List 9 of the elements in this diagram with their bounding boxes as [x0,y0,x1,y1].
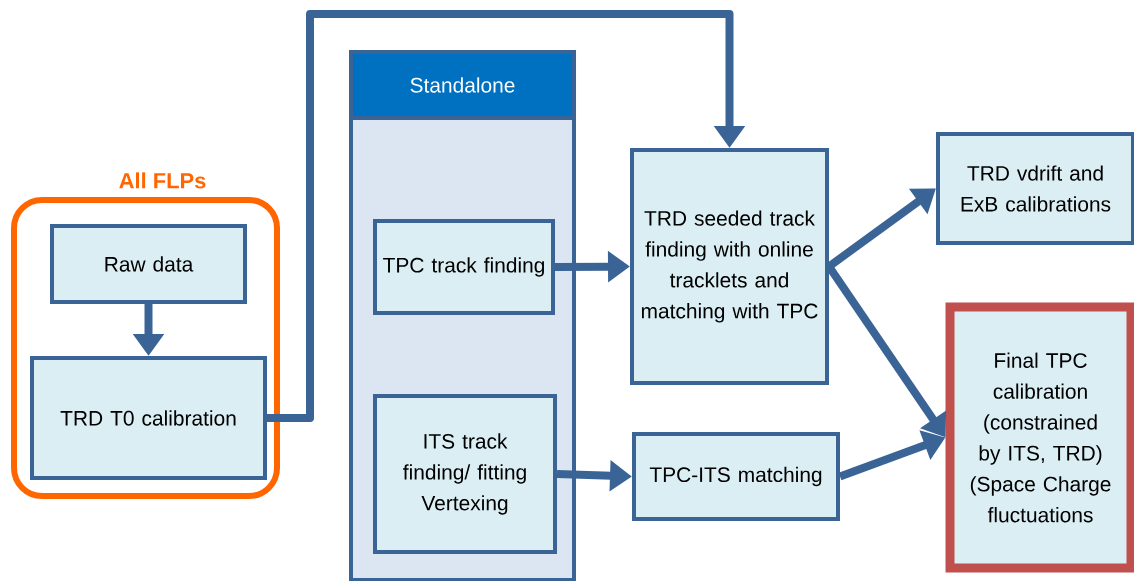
process-box: TRD vdrift and ExB calibrations [936,132,1134,245]
process-box: TRD seeded track finding with online tracklets and matching with TPC [630,148,829,385]
process-box: TPC track finding [373,219,555,315]
process-box: TPC-ITS matching [632,432,840,521]
process-box: Raw data [50,224,247,304]
process-box: Final TPC calibration (constrained by ITS, TRD) (Space Charge fluctuations [945,302,1134,573]
node-label: All FLPs [119,172,206,189]
process-box: TRD T0 calibration [30,356,267,480]
process-box: ITS track finding/ fitting Vertexing [373,394,557,554]
